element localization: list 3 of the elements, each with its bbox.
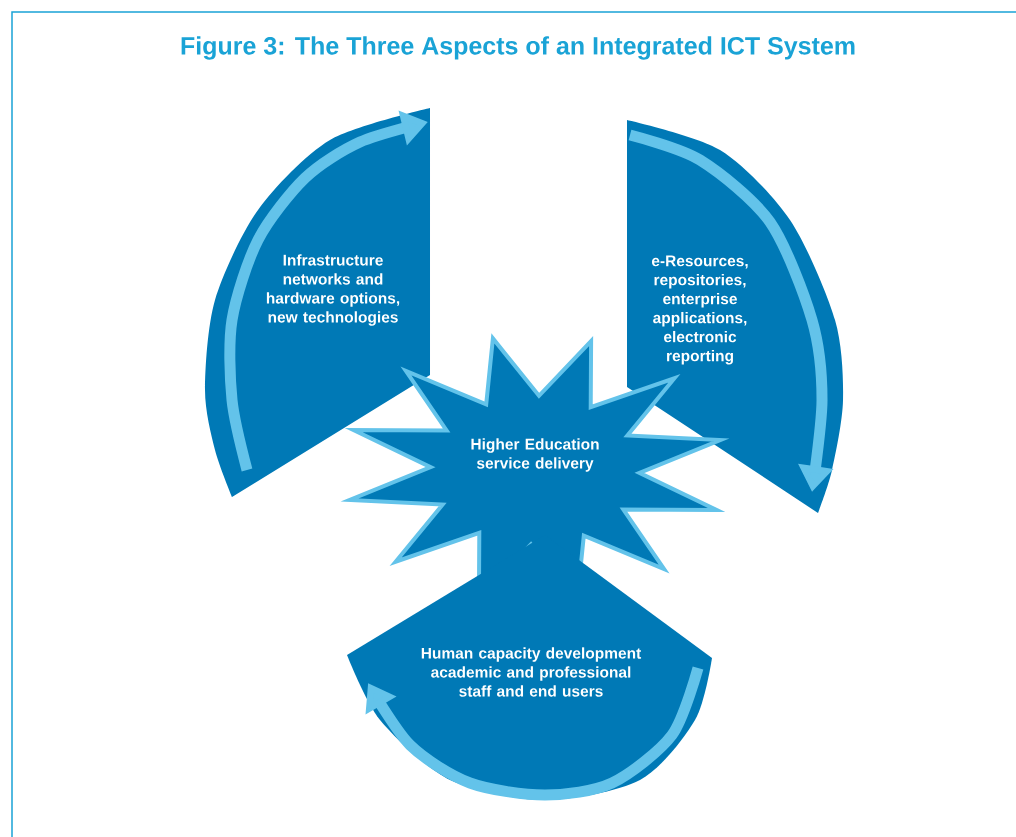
sector: Infrastructure networks and hardware options, new technologies [205, 108, 430, 497]
sector: Human capacity development academic and professional staff and end users [347, 535, 712, 800]
title: Figure 3: The Three Aspects of an Integrated ICT System [181, 36, 855, 60]
